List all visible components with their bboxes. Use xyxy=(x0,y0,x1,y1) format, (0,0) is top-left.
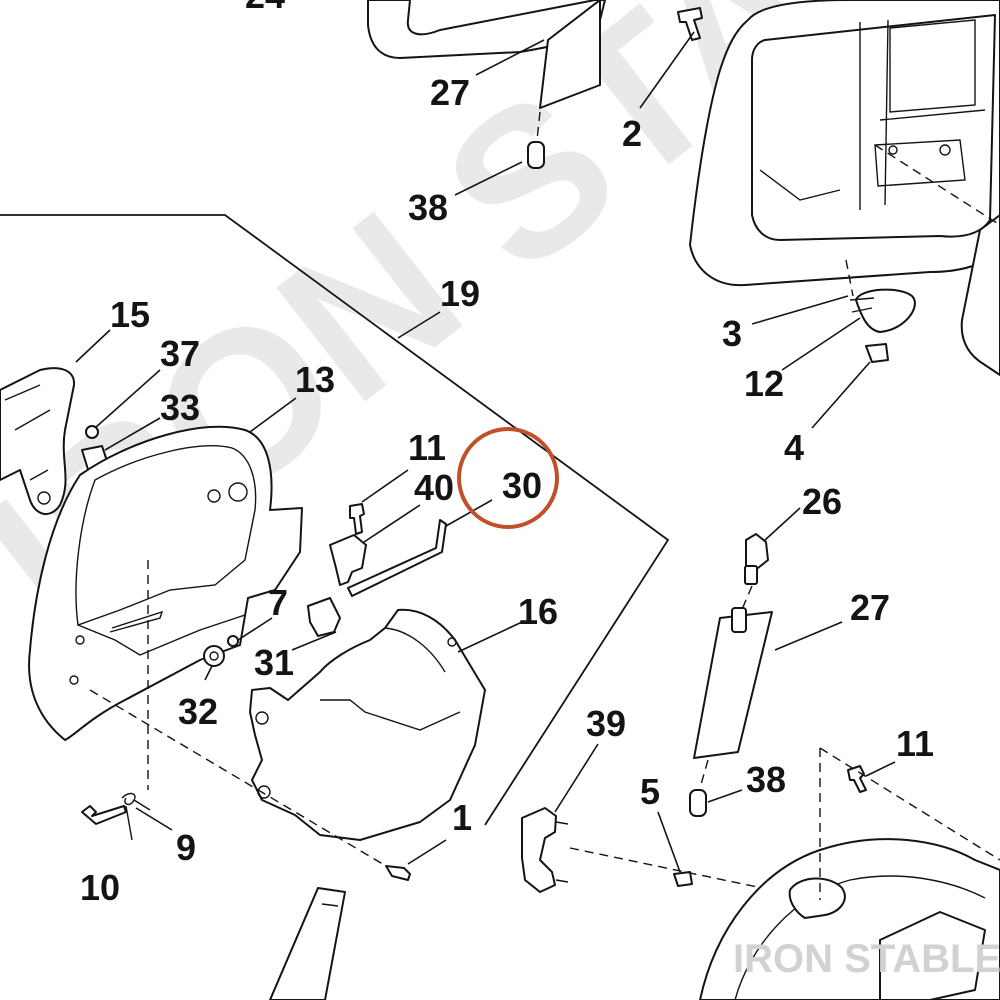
knob-32 xyxy=(203,645,225,667)
callout-30: 30 xyxy=(502,465,542,506)
callout-3: 3 xyxy=(722,313,742,354)
callout-27-bottom: 27 xyxy=(850,587,890,628)
callout-19: 19 xyxy=(440,273,480,314)
callout-1: 1 xyxy=(452,797,472,838)
highlight-circle xyxy=(457,427,559,529)
pin-10 xyxy=(81,805,127,825)
brand-watermark: IRON STABLE xyxy=(733,937,1000,981)
callout-38-top: 38 xyxy=(408,187,448,228)
callout-9: 9 xyxy=(176,827,196,868)
callout-11-bottom: 11 xyxy=(896,723,934,764)
bulb-38-bottom xyxy=(689,789,707,817)
bulb-37 xyxy=(85,425,99,439)
right-edge-part xyxy=(960,214,1000,376)
screw-11-top xyxy=(349,503,365,535)
callout-11-top: 11 xyxy=(408,427,446,468)
callout-13: 13 xyxy=(295,359,335,400)
callout-7: 7 xyxy=(268,582,288,623)
callout-4: 4 xyxy=(784,427,804,468)
callout-10: 10 xyxy=(80,867,120,908)
spring-9 xyxy=(121,792,151,841)
bracket-39 xyxy=(521,807,569,893)
screw-1 xyxy=(385,865,411,881)
cover-16 xyxy=(249,608,486,841)
callout-40: 40 xyxy=(414,467,454,508)
grommet-5 xyxy=(673,871,693,887)
lower-bracket xyxy=(269,887,346,1000)
latch-40 xyxy=(329,534,367,586)
lens-plate-27-top xyxy=(539,0,601,109)
callout-27-top: 27 xyxy=(430,72,470,113)
screw-2 xyxy=(677,7,703,41)
assembly-frame xyxy=(0,214,670,826)
housing-13 xyxy=(28,425,303,741)
clip-31 xyxy=(307,597,341,637)
callout-33: 33 xyxy=(160,387,200,428)
callout-15: 15 xyxy=(110,294,150,335)
rod-30 xyxy=(347,519,447,597)
leader-lines xyxy=(75,31,896,873)
callout-12: 12 xyxy=(744,363,784,404)
washer-7 xyxy=(227,635,239,647)
lens-plate-27-bottom xyxy=(693,611,773,759)
callout-38-bottom: 38 xyxy=(746,759,786,800)
callout-31: 31 xyxy=(254,642,294,683)
callout-24: 24 xyxy=(245,0,285,16)
socket-26 xyxy=(744,533,769,585)
grommet-4 xyxy=(865,343,889,363)
bulb-38-top xyxy=(527,141,545,169)
band-clamp-12 xyxy=(849,288,916,333)
callout-39: 39 xyxy=(586,703,626,744)
callout-labels: 24 27 2 38 19 3 12 4 15 37 33 13 11 40 3… xyxy=(80,0,934,908)
callout-2: 2 xyxy=(622,113,642,154)
callout-32: 32 xyxy=(178,691,218,732)
screw-11-bottom xyxy=(847,765,867,793)
fairing-body xyxy=(689,0,1000,287)
bracket-15 xyxy=(0,367,76,515)
socket-27-stem xyxy=(731,607,747,633)
callout-16: 16 xyxy=(518,591,558,632)
outer-shell xyxy=(699,838,1000,1000)
callout-26: 26 xyxy=(802,481,842,522)
callout-5: 5 xyxy=(640,771,660,812)
callout-37: 37 xyxy=(160,333,200,374)
